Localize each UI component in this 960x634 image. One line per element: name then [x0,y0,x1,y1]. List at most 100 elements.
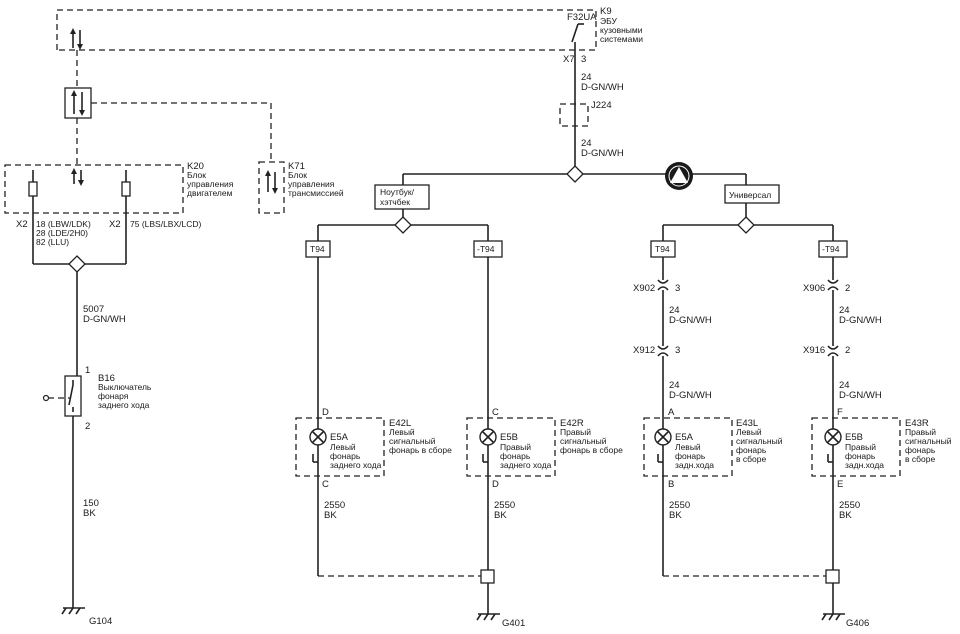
lamp-3-assy-ref: E43L [736,418,758,429]
lamp-1-bulb-ref: E5A [330,432,349,443]
lamp-2-assy-name-line3: фонарь в сборе [560,445,623,455]
wire-24-c4-color: D-GN/WH [839,390,882,401]
lamp-1-pin-bottom: C [322,479,329,490]
k20-engine-control-module: K20 Блок управления двигателем [4,161,234,214]
x906-connector-icon [827,279,839,291]
x912-pin: 3 [675,345,680,356]
k9-name-line1: ЭБУ [600,16,617,26]
hatch-splice-diamond [394,216,412,234]
ground-g406-icon [821,613,845,621]
wire-24b-color: D-GN/WH [581,148,624,159]
data-link-arrows-icon [70,28,83,50]
wire-24a-color: D-GN/WH [581,82,624,93]
lamp-2-bulb-ref: E5B [500,432,518,443]
k20-pullup-resistor-left [28,181,38,197]
ground-g406-splice [825,569,840,584]
lamp-1-wire-color: BK [324,510,337,521]
data-link-arrows-icon [265,170,278,194]
lamp-3-pin-top: A [668,407,675,418]
x7-connector-label: X7 [563,54,575,65]
k71-transmission-control-module: K71 Блок управления трансмиссией [258,161,344,214]
lamp-3-bulb-ref: E5A [675,432,694,443]
lamp-4-bulb-name-line3: задн.хода [845,460,884,470]
lamp-4-assy-name-line1: Правый [905,427,936,437]
b16-pin-top: 1 [85,365,90,376]
lamp-4-pin-top: F [837,407,843,418]
bulb-icon [654,428,672,446]
wire-24-c2-number: 24 [669,380,680,391]
lamp-2-pin-top: C [492,407,499,418]
lamp-2-assy-ref: E42R [560,418,584,429]
option-hatchback-box [374,184,430,210]
bulb-icon [824,428,842,446]
wire-150-number: 150 [83,498,99,509]
k20-pin-82: 82 (LLU) [36,237,69,247]
lamp-3-bulb-name-line2: фонарь [675,451,706,461]
lamp-4-assy-name-line4: в сборе [905,454,935,464]
lamp-3-wire-color: BK [669,510,682,521]
option-hatchback-line2: хэтчбек [380,197,410,207]
j224-label: J224 [591,100,612,111]
lamp-4-wire-number: 2550 [839,500,860,511]
k20-name-line3: двигателем [187,188,233,198]
vehicle-emblem-icon [665,162,693,190]
ground-g104-icon [61,607,85,615]
b16-pin-bottom: 2 [85,421,90,432]
k20-pin-75: 75 (LBS/LBX/LCD) [130,219,202,229]
wire-24-c1-color: D-GN/WH [669,315,712,326]
wagon-splice-diamond [737,216,755,234]
x902-pin: 3 [675,283,680,294]
wire-24-c3-number: 24 [839,305,850,316]
lamp-3-pin-bottom: B [668,479,674,490]
lamp-1-bulb-name-line1: Левый [330,442,356,452]
lamp-3-assy-name-line4: в сборе [736,454,766,464]
k20-pin-18: 18 (LBW/LDK) [36,219,91,229]
wire-24-c1-number: 24 [669,305,680,316]
lamp-3-assy-name-line3: фонарь [736,445,767,455]
option-hatchback-line1: Ноутбук/ [380,187,415,197]
x912-label: X912 [633,345,655,356]
lamp-2-bulb-name-line1: Правый [500,442,531,452]
lamp-4-wire-color: BK [839,510,852,521]
wire-5007-number: 5007 [83,304,104,315]
wire-24-c4-number: 24 [839,380,850,391]
lamp-1-assy-ref: E42L [389,418,411,429]
lamp-1-assy-name-line1: Левый [389,427,415,437]
bulb-icon [479,428,497,446]
lamp-1-assy-name-line2: сигнальный [389,436,436,446]
lamp-3-bulb-name-line1: Левый [675,442,701,452]
wire-24-c3-color: D-GN/WH [839,315,882,326]
j224-splice: J224 [559,100,612,127]
b16-reverse-lamp-switch: 1 2 B16 Выключатель фонаря заднего хода [42,365,152,432]
lamp-assembly-e42r: C E5B Правый фонарь заднего хода E42R Пр… [466,407,623,490]
b16-name-line3: заднего хода [98,400,150,410]
lamp-3-assy-name-line1: Левый [736,427,762,437]
lamp-4-bulb-ref: E5B [845,432,863,443]
k9-ref-label: K9 [600,6,612,17]
data-link-box [64,87,92,119]
t94-option-4-label: -T94 [822,244,840,254]
k20-ref-label: K20 [187,161,204,172]
x906-pin: 2 [845,283,850,294]
b16-name-line2: фонаря [98,391,129,401]
wire-24-c2-color: D-GN/WH [669,390,712,401]
x916-label: X916 [803,345,825,356]
b16-name-line1: Выключатель [98,382,152,392]
x916-connector-icon [827,345,839,357]
t94-option-3-label: T94 [655,244,670,254]
wire-24b-number: 24 [581,138,592,149]
lamp-4-bulb-name-line2: фонарь [845,451,876,461]
k20-name-line2: управления [187,179,234,189]
lamp-3-assy-name-line2: сигнальный [736,436,783,446]
k71-name-line2: управления [288,179,335,189]
lamp-3-wire-number: 2550 [669,500,690,511]
x902-label: X902 [633,283,655,294]
wire-150-color: BK [83,508,96,519]
wire-24a-number: 24 [581,72,592,83]
k9-switch-icon [571,23,584,43]
k71-name-line1: Блок [288,170,307,180]
lamp-assembly-e43l: A E5A Левый фонарь задн.хода E43L Левый … [643,407,783,490]
x906-label: X906 [803,283,825,294]
ground-g104-label: G104 [89,616,112,627]
wire-5007-color: D-GN/WH [83,314,126,325]
